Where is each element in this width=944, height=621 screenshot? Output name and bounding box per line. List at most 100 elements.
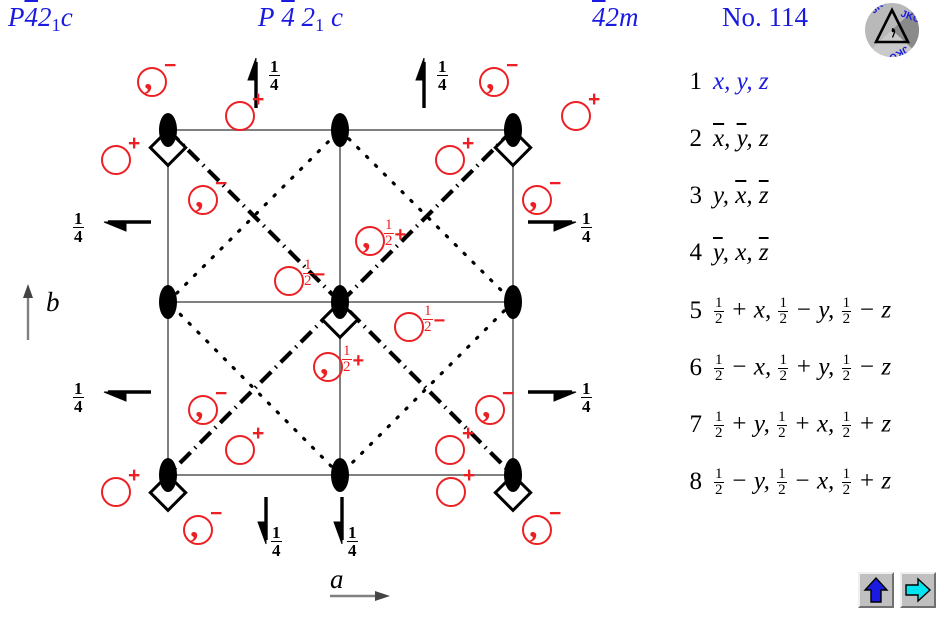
- hm-symbol-full: P 4 21 c: [258, 2, 343, 36]
- operation-number: 5: [689, 296, 703, 324]
- operation-number: 1: [689, 68, 703, 95]
- atom-sign-label: −: [215, 382, 228, 405]
- atom-circle-icon: [479, 67, 509, 97]
- atom-circle-icon: [225, 435, 255, 465]
- b-axis-arrow: [23, 284, 33, 340]
- dotted-mirror-planes: [166, 128, 515, 477]
- atom-sign-label: −: [506, 54, 519, 77]
- jkc-logo: JKC JKC JKC JKC: [862, 2, 922, 60]
- atom-comma-icon: ,: [529, 178, 538, 215]
- fourbar-axis-icon: [148, 458, 188, 513]
- atom-circle-icon: [394, 312, 424, 342]
- fourbar-axis-icon: [148, 113, 188, 168]
- atom-sign-label: +: [588, 88, 601, 111]
- a-axis-label: a: [330, 564, 344, 594]
- fourbar-axis-symbols: [148, 113, 533, 513]
- screw-axis-arrow-left: [103, 220, 151, 232]
- atom-comma-icon: ,: [195, 388, 204, 425]
- space-group-diagram: [23, 57, 577, 601]
- atom-circle-icon: [435, 435, 465, 465]
- atom-circle-icon: [561, 101, 591, 131]
- operation-number: 2: [689, 125, 703, 152]
- diagram-svg: [23, 57, 577, 601]
- atom-comma-icon: ,: [529, 508, 538, 545]
- dashdot-glide-planes: [166, 128, 515, 477]
- atom-sign-label: +: [252, 88, 265, 111]
- operation-number: 6: [689, 353, 703, 381]
- twofold-axis-symbols: [159, 113, 522, 492]
- twofold-axis-icon: [331, 113, 349, 147]
- operation-number: 8: [689, 467, 703, 495]
- atom-sign-label: +: [128, 132, 141, 155]
- atom-comma-icon: ,: [486, 60, 495, 97]
- nav-right-button[interactable]: [900, 572, 936, 608]
- atom-comma-icon: ,: [190, 508, 199, 545]
- atom-circle-icon: [101, 145, 131, 175]
- operation-number: 7: [689, 410, 703, 438]
- right-arrow-icon: [905, 577, 932, 603]
- nav-up-button[interactable]: [858, 572, 894, 608]
- atom-circle-icon: [436, 477, 466, 507]
- atom-sign-label: +: [252, 422, 265, 445]
- screw-axis-arrow-up: [247, 57, 258, 108]
- b-axis-label: b: [46, 287, 60, 317]
- atom-circle-icon: [137, 67, 167, 97]
- atom-circle-icon: [274, 266, 304, 296]
- screw-axis-arrow-down: [257, 497, 268, 545]
- point-group-symbol: 42m: [592, 2, 639, 32]
- atom-comma-icon: ,: [482, 388, 491, 425]
- atom-sign-label: +: [462, 132, 475, 155]
- screw-axis-arrow-left: [103, 390, 151, 402]
- operation-expression: x, y, z: [713, 125, 769, 152]
- atom-sign-label: +: [463, 464, 476, 487]
- atom-sign-label: +: [462, 422, 475, 445]
- a-axis-arrow: [330, 591, 390, 601]
- atom-sign-label: −: [210, 502, 223, 525]
- operation-expression: y, x, z: [713, 182, 769, 209]
- svg-text:JKC: JKC: [862, 45, 875, 60]
- operation-row: 4 y, x, z: [676, 239, 944, 296]
- atom-comma-icon: ,: [320, 345, 329, 382]
- atom-comma-icon: ,: [362, 219, 371, 256]
- atom-comma-icon: ,: [195, 178, 204, 215]
- operation-number: 3: [689, 182, 703, 209]
- b-axis-label-wrap: b: [20, 281, 80, 341]
- atom-sign-label: −: [549, 172, 562, 195]
- atom-circle-icon: [188, 185, 218, 215]
- atom-comma-icon: ,: [144, 60, 153, 97]
- atom-sign-label: −: [164, 54, 177, 77]
- atom-circle-icon: [355, 226, 385, 256]
- fourbar-axis-icon: [493, 113, 533, 168]
- operation-expression: x, y, z: [713, 68, 769, 95]
- atom-sign-label: −: [215, 172, 228, 195]
- twofold-axis-icon: [504, 285, 522, 319]
- screw-axis-arrow-up: [415, 57, 426, 108]
- navigation-buttons: [858, 572, 938, 612]
- atom-circle-icon: [475, 395, 505, 425]
- atom-circle-icon: [101, 477, 131, 507]
- a-axis-label-wrap: a: [320, 564, 400, 610]
- atom-circle-icon: [522, 185, 552, 215]
- screw-axis-arrow-right: [528, 220, 577, 232]
- operation-expression: y, x, z: [713, 239, 769, 266]
- axis-arrows: [23, 284, 390, 601]
- atom-sign-label: −: [549, 502, 562, 525]
- twofold-axis-icon: [159, 285, 177, 319]
- atom-circle-icon: [313, 352, 343, 382]
- atom-circle-icon: [183, 515, 213, 545]
- fourbar-axis-icon: [493, 458, 533, 513]
- space-group-number: No. 114: [722, 2, 808, 32]
- fourbar-axis-icon: [320, 285, 360, 340]
- hm-symbol-short: P421c: [8, 2, 73, 36]
